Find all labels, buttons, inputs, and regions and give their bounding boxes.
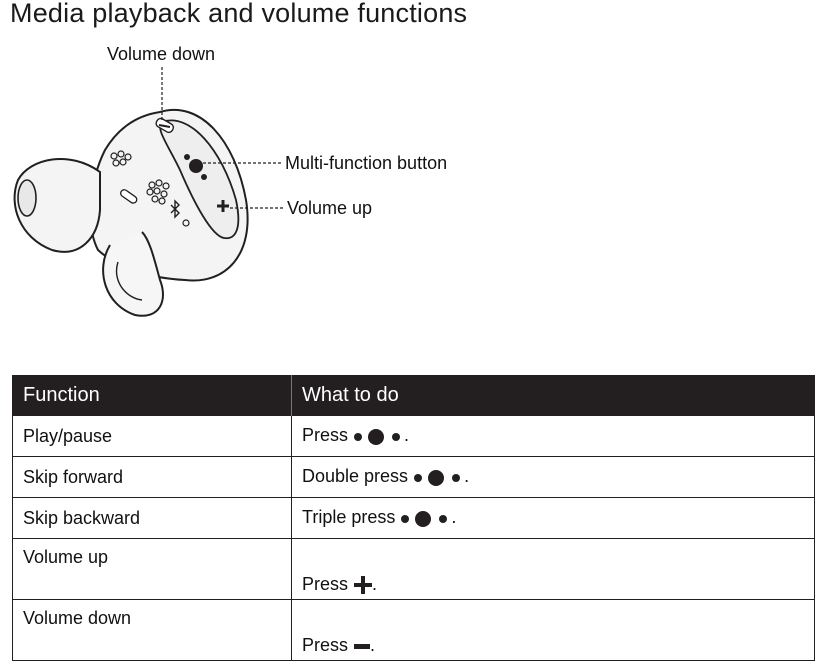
action-text: Double press <box>302 466 409 487</box>
plus-icon <box>354 576 373 595</box>
table-row: Play/pause Press. <box>12 415 815 457</box>
multi-function-button-icon <box>189 159 203 173</box>
button-panel <box>159 119 240 239</box>
action-suffix: . <box>464 466 470 487</box>
multi-function-button-icon <box>401 510 448 527</box>
action-cell: Press. <box>291 538 815 600</box>
speaker-grille <box>110 150 170 205</box>
earbud-diagram <box>0 30 822 350</box>
multi-function-callout: Multi-function button <box>285 153 448 173</box>
column-header-what-to-do: What to do <box>291 375 815 416</box>
action-cell: Double press. <box>291 456 815 498</box>
function-cell: Play/pause <box>12 415 292 457</box>
function-cell: Skip backward <box>12 497 292 539</box>
action-text: Triple press <box>302 507 396 528</box>
table-header-row: Function What to do <box>12 375 815 416</box>
functions-table: Function What to do Play/pause Press. Sk… <box>12 375 815 661</box>
action-cell: Triple press. <box>291 497 815 539</box>
action-suffix: . <box>451 507 457 528</box>
ear-tip <box>13 158 101 253</box>
action-suffix: . <box>370 635 376 655</box>
volume-down-button-icon <box>158 124 171 128</box>
table-row: Skip backward Triple press. <box>12 497 815 539</box>
earbud-illustration <box>13 67 285 317</box>
multi-function-button-icon <box>414 469 461 486</box>
action-text: Press <box>302 574 349 594</box>
column-header-function: Function <box>12 375 292 416</box>
action-cell: Press. <box>291 415 815 457</box>
action-cell: Press. <box>291 599 815 661</box>
table-row: Volume down Press. <box>12 599 815 661</box>
volume-down-callout: Volume down <box>107 44 216 64</box>
function-cell: Volume down <box>12 599 292 661</box>
minus-icon <box>354 644 371 650</box>
volume-up-button-icon <box>217 200 229 212</box>
table-row: Skip forward Double press. <box>12 456 815 498</box>
stability-wing <box>102 231 164 317</box>
action-text: Press <box>302 425 349 446</box>
function-cell: Volume up <box>12 538 292 600</box>
volume-up-callout: Volume up <box>287 198 373 218</box>
action-suffix: . <box>404 425 410 446</box>
function-cell: Skip forward <box>12 456 292 498</box>
action-text: Press <box>302 635 349 655</box>
multi-function-button-icon <box>354 428 401 445</box>
page-title: Media playback and volume functions <box>10 0 468 28</box>
bluetooth-icon <box>170 199 180 219</box>
action-suffix: . <box>372 574 378 594</box>
table-row: Volume up Press. <box>12 538 815 600</box>
